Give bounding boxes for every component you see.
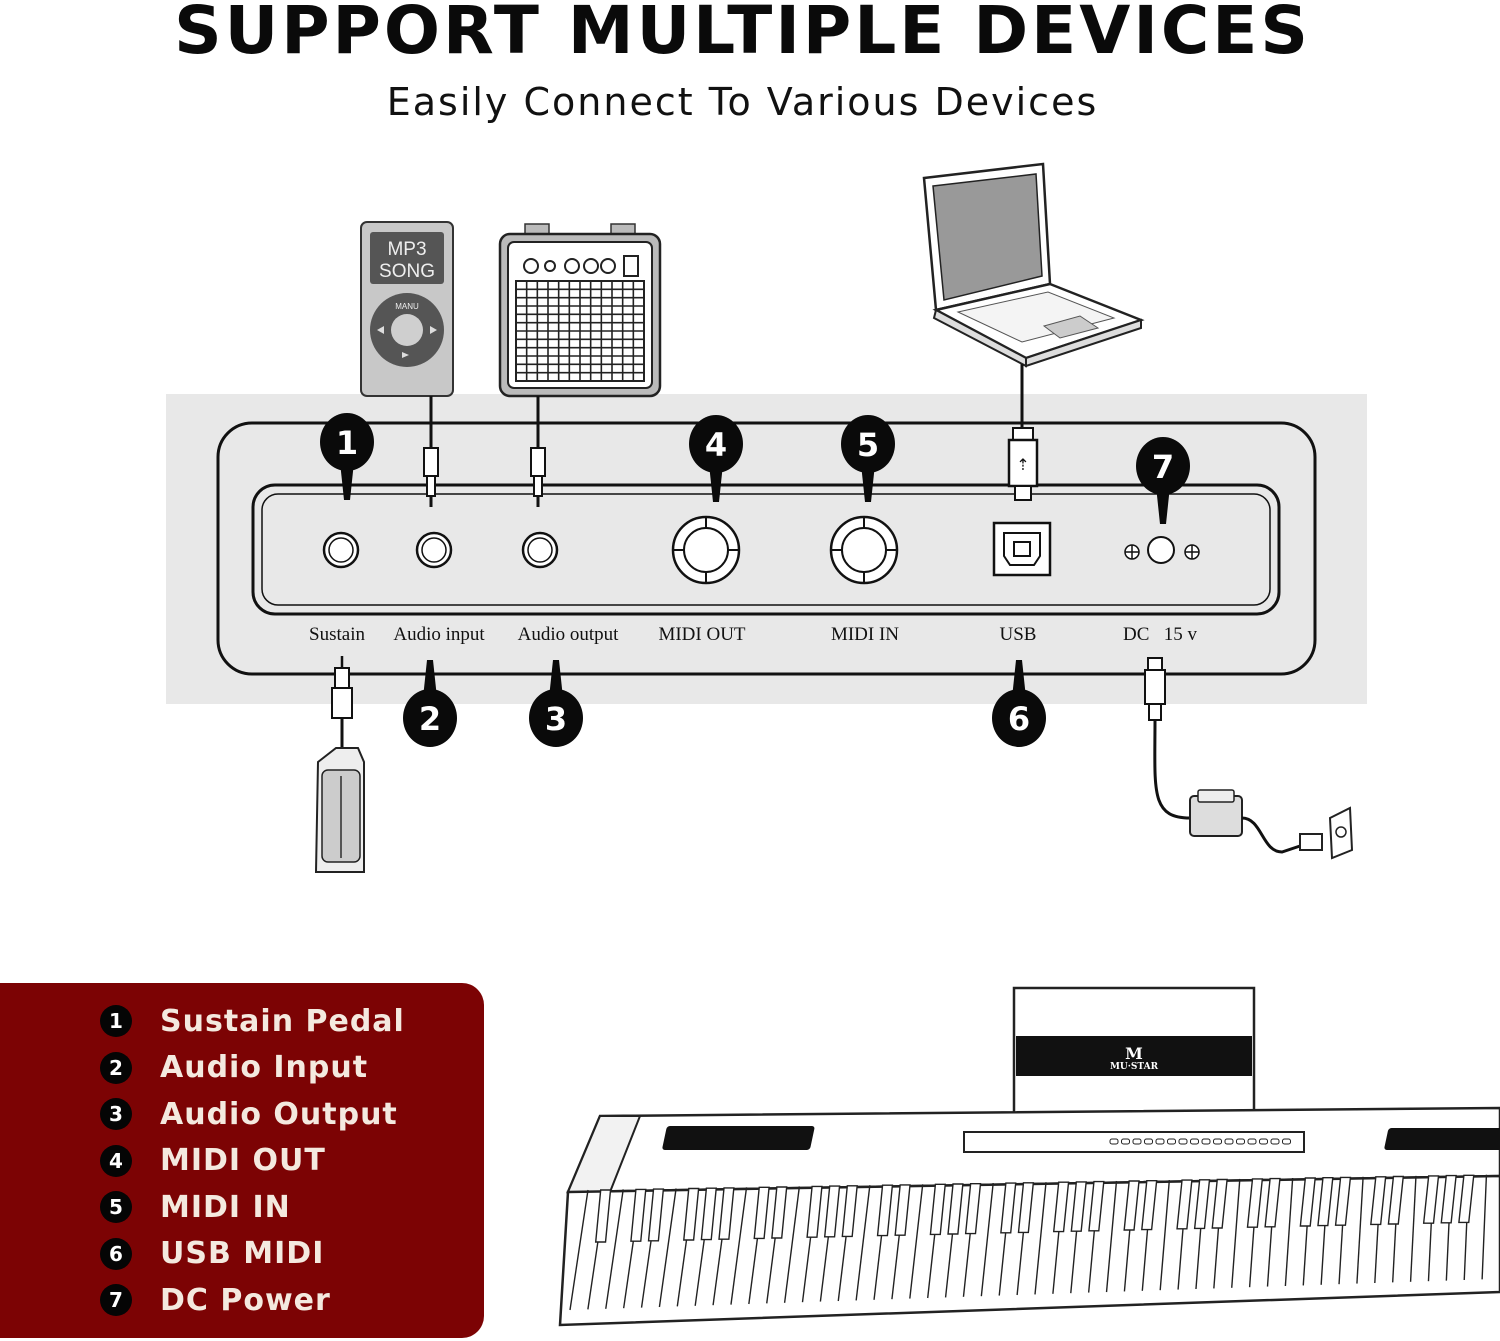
port-badge-1: 1 xyxy=(320,413,374,500)
port-label-dc: DC 15 v xyxy=(1123,624,1197,645)
midi-out-port-icon xyxy=(671,515,741,585)
port-badge-number: 1 xyxy=(336,424,358,462)
usb-plug-icon: ⇡ xyxy=(1007,427,1039,501)
dc-power-port-icon xyxy=(1124,536,1200,564)
power-adapter-icon xyxy=(1144,657,1354,860)
page-subtitle: Easily Connect To Various Devices xyxy=(386,80,1099,124)
legend-item: 2 Audio Input xyxy=(100,1048,368,1088)
legend-number-badge: 5 xyxy=(100,1191,132,1223)
legend-number-badge: 6 xyxy=(100,1237,132,1270)
svg-text:⇡: ⇡ xyxy=(1016,455,1029,474)
digital-piano-illustration: MU·STAR M xyxy=(558,986,1500,1327)
legend-label: DC Power xyxy=(160,1282,331,1318)
legend-number-badge: 3 xyxy=(100,1098,132,1130)
port-label-midi-out: MIDI OUT xyxy=(658,624,746,645)
port-label-audio-output: Audio output xyxy=(517,624,619,645)
laptop-icon xyxy=(922,162,1145,368)
audio-jack-plug-icon xyxy=(530,447,546,507)
svg-text:M: M xyxy=(1125,1044,1143,1063)
legend-label: Audio Input xyxy=(160,1050,369,1085)
port-number-badges: 1 2 3 4 5 6 7 xyxy=(320,413,1190,747)
audio-input-jack-icon xyxy=(415,531,453,569)
legend-label: MIDI IN xyxy=(160,1189,291,1225)
port-label-usb: USB xyxy=(999,624,1037,645)
audio-jack-plug-icon xyxy=(423,447,439,507)
brand-logo: MU·STAR xyxy=(1110,1062,1159,1072)
port-badge-6: 6 xyxy=(992,660,1046,747)
legend-label: USB MIDI xyxy=(160,1236,325,1271)
legend-item: 7 DC Power xyxy=(100,1280,331,1320)
usb-port-icon xyxy=(992,521,1052,577)
legend-label: MIDI OUT xyxy=(160,1143,326,1178)
legend-item: 3 Audio Output xyxy=(100,1094,398,1134)
legend-item: 1 Sustain Pedal xyxy=(100,1001,405,1041)
port-label-midi-in: MIDI IN xyxy=(830,624,900,645)
port-badge-number: 5 xyxy=(857,426,879,464)
midi-in-port-icon xyxy=(829,515,899,585)
port-badge-number: 3 xyxy=(545,700,567,738)
port-badge-number: 6 xyxy=(1008,700,1030,738)
legend-item: 6 USB MIDI xyxy=(100,1234,324,1274)
legend-label: Audio Output xyxy=(160,1096,398,1132)
sustain-jack-icon xyxy=(322,531,360,569)
legend-item: 5 MIDI IN xyxy=(100,1187,291,1227)
page-title: SUPPORT MULTIPLE DEVICES xyxy=(174,0,1311,69)
amplifier-icon xyxy=(498,223,662,398)
port-badge-5: 5 xyxy=(841,415,895,502)
legend-number-badge: 2 xyxy=(100,1051,132,1084)
port-badge-4: 4 xyxy=(689,415,743,502)
audio-output-jack-icon xyxy=(521,531,559,569)
legend-panel xyxy=(0,983,484,1338)
port-label-sustain: Sustain xyxy=(309,624,365,645)
legend-item: 4 MIDI OUT xyxy=(100,1141,326,1181)
port-badge-number: 7 xyxy=(1152,448,1174,486)
legend-number-badge: 1 xyxy=(100,1005,132,1037)
connection-diagram: MP3 SONG MANU xyxy=(166,162,1367,873)
port-label-audio-input: Audio input xyxy=(393,624,485,645)
sustain-pedal-icon xyxy=(314,656,365,873)
port-badge-2: 2 xyxy=(403,660,457,747)
legend-label: Sustain Pedal xyxy=(160,1003,405,1039)
mp3-menu-label: MANU xyxy=(395,302,419,311)
mp3-player-icon xyxy=(360,221,454,397)
legend-number-badge: 7 xyxy=(100,1284,132,1316)
rear-panel-inner xyxy=(251,483,1281,616)
rear-panel-outer xyxy=(216,421,1317,676)
port-badge-7: 7 xyxy=(1136,437,1190,524)
mp3-screen-line1: MP3 xyxy=(387,239,426,260)
mp3-screen-line2: SONG xyxy=(379,261,435,282)
legend-number-badge: 4 xyxy=(100,1144,132,1177)
port-badge-number: 4 xyxy=(705,426,727,464)
port-badge-number: 2 xyxy=(419,700,441,738)
port-badge-3: 3 xyxy=(529,660,583,747)
